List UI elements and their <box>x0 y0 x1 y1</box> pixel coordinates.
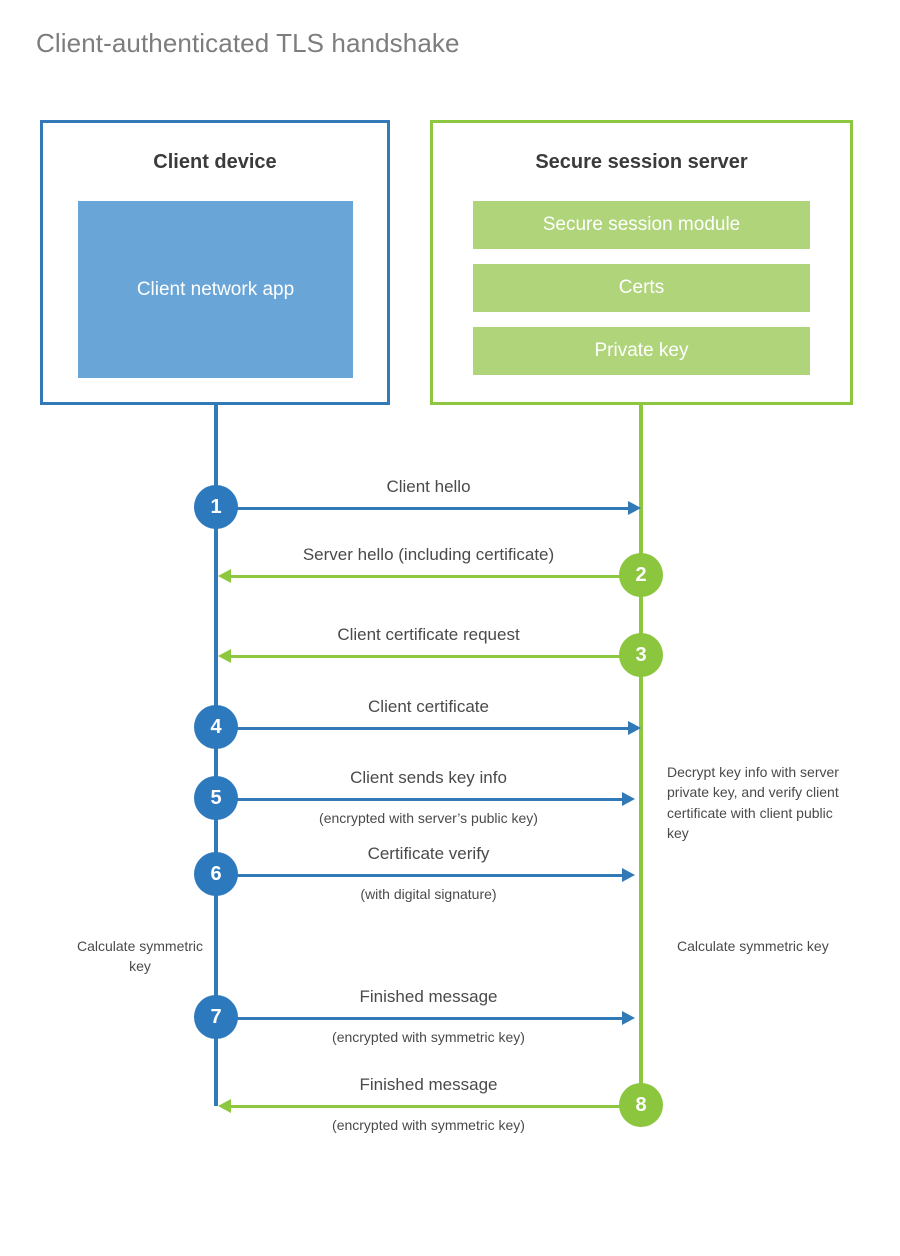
arrow-left-icon <box>218 1099 231 1113</box>
step-badge-6[interactable]: 6 <box>194 852 238 896</box>
message-line-5 <box>216 798 622 801</box>
message-label-7: Finished message <box>359 987 498 1006</box>
client-device-title: Client device <box>153 151 277 173</box>
server-component-private-key: Private key <box>473 327 810 375</box>
message-label-1: Client hello <box>386 477 471 496</box>
message-line-4 <box>216 727 628 730</box>
step-badge-4[interactable]: 4 <box>194 705 238 749</box>
message-sublabel-5: (encrypted with server’s public key) <box>319 810 538 826</box>
secure-session-server-box: Secure session server Secure session mod… <box>430 120 853 405</box>
step-badge-2[interactable]: 2 <box>619 553 663 597</box>
message-line-3 <box>231 655 641 658</box>
arrow-right-icon <box>628 501 641 515</box>
message-label-6: Certificate verify <box>367 844 490 863</box>
message-label-4: Client certificate <box>368 697 489 716</box>
annotation-server-calculate-symmetric-key: Calculate symmetric key <box>677 938 829 954</box>
server-component-secure-session-module: Secure session module <box>473 201 810 249</box>
client-device-box: Client device Client network app <box>40 120 390 405</box>
message-sublabel-7: (encrypted with symmetric key) <box>332 1029 525 1045</box>
step-badge-1[interactable]: 1 <box>194 485 238 529</box>
step-badge-3[interactable]: 3 <box>619 633 663 677</box>
server-component-certs: Certs <box>473 264 810 312</box>
message-label-5: Client sends key info <box>350 768 507 787</box>
client-network-app-block: Client network app <box>78 201 353 378</box>
message-label-2: Server hello (including certificate) <box>302 545 555 564</box>
arrow-right-icon <box>628 721 641 735</box>
step-badge-5[interactable]: 5 <box>194 776 238 820</box>
message-label-3: Client certificate request <box>337 625 520 644</box>
message-label-8: Finished message <box>359 1075 498 1094</box>
arrow-right-icon <box>622 868 635 882</box>
annotation-server-decrypt: Decrypt key info with server private key… <box>667 764 839 841</box>
message-line-8 <box>231 1105 641 1108</box>
message-line-2 <box>231 575 641 578</box>
server-lifeline <box>639 403 643 1106</box>
secure-session-server-title: Secure session server <box>535 151 748 173</box>
message-line-1 <box>216 507 628 510</box>
step-badge-8[interactable]: 8 <box>619 1083 663 1127</box>
arrow-left-icon <box>218 649 231 663</box>
message-sublabel-8: (encrypted with symmetric key) <box>332 1117 525 1133</box>
message-line-7 <box>216 1017 622 1020</box>
step-badge-7[interactable]: 7 <box>194 995 238 1039</box>
message-line-6 <box>216 874 622 877</box>
client-lifeline <box>214 403 218 1106</box>
annotation-client-calculate-symmetric-key: Calculate symmetric key <box>76 938 204 975</box>
arrow-right-icon <box>622 1011 635 1025</box>
message-sublabel-6: (with digital signature) <box>360 886 497 902</box>
arrow-left-icon <box>218 569 231 583</box>
arrow-right-icon <box>622 792 635 806</box>
page-title: Client-authenticated TLS handshake <box>36 28 460 58</box>
